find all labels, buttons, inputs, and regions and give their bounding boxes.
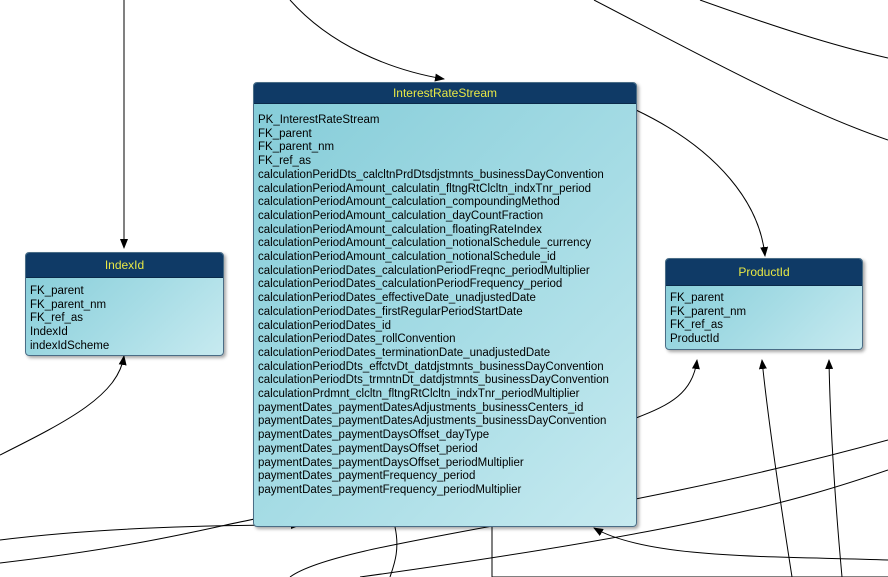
- field: calculationPeriodDates_calculationPeriod…: [258, 264, 590, 277]
- connector-bottom-vertical-2: [491, 527, 888, 577]
- field-list: FK_parent FK_parent_nm FK_ref_as Product…: [666, 286, 862, 347]
- field: paymentDates_paymentDaysOffset_periodMul…: [258, 456, 524, 469]
- connector-to-interestratestream-bottom: [593, 527, 888, 561]
- connector-to-productid-bottom-3: [825, 359, 843, 577]
- entity-productid[interactable]: ProductId FK_parent FK_parent_nm FK_ref_…: [665, 258, 863, 350]
- field: FK_parent: [670, 292, 724, 304]
- field: paymentDates_paymentFrequency_period: [258, 470, 476, 483]
- field: calculationPrdmnt_clcltn_fltngRtClcltn_i…: [258, 388, 580, 401]
- connector-to-productid-top: [635, 109, 769, 257]
- field: FK_parent_nm: [258, 141, 335, 154]
- field: IndexId: [30, 326, 68, 339]
- field: calculationPeridDts_calcltnPrdDtsdjstmnt…: [258, 168, 604, 181]
- field: calculationPeriodAmount_calculation_floa…: [258, 223, 542, 236]
- field: calculationPeriodDates_effectiveDate_una…: [258, 292, 536, 305]
- field: paymentDates_paymentDatesAdjustments_bus…: [258, 401, 584, 414]
- connector-top-right-2: [699, 0, 888, 59]
- connector-to-indexid-bottom: [0, 355, 127, 456]
- connector-bottom-vertical-1: [389, 526, 398, 577]
- field: FK_parent_nm: [670, 305, 747, 318]
- field: FK_ref_as: [30, 312, 84, 325]
- field: FK_parent: [30, 285, 84, 297]
- field: calculationPeriodDts_trmntnDt_datdjstmnt…: [258, 374, 609, 387]
- field: calculationPeriodDts_effctvDt_datdjstmnt…: [258, 360, 604, 373]
- connector-to-interestratestream-top: [289, 0, 445, 82]
- field: PK_InterestRateStream: [258, 114, 380, 126]
- field: calculationPeriodDates_rollConvention: [258, 333, 456, 346]
- field: calculationPeriodDates_id: [258, 319, 391, 332]
- field: FK_parent_nm: [30, 298, 107, 311]
- field: calculationPeriodAmount_calculation_dayC…: [258, 209, 544, 222]
- field: calculationPeriodDates_calculationPeriod…: [258, 278, 563, 291]
- field: paymentDates_paymentDaysOffset_dayType: [258, 429, 490, 442]
- connector-to-productid-bottom: [635, 359, 700, 419]
- field: calculationPeriodDates_terminationDate_u…: [258, 346, 551, 359]
- connector-top-right-1: [593, 0, 888, 141]
- entity-header: IndexId: [26, 253, 223, 278]
- field-list: FK_parent FK_parent_nm FK_ref_as IndexId…: [26, 278, 223, 354]
- field: calculationPeriodAmount_calculatin_fltng…: [258, 182, 592, 195]
- entity-header: InterestRateStream: [254, 83, 636, 104]
- entity-header: ProductId: [666, 259, 862, 286]
- connector-left-bottom-1: [0, 521, 301, 541]
- connector-to-productid-bottom-2: [758, 359, 793, 577]
- field: paymentDates_paymentDaysOffset_period: [258, 442, 478, 455]
- entity-interestratestream[interactable]: InterestRateStream PK_InterestRateStream…: [253, 82, 637, 527]
- connector-right-long-2: [359, 469, 888, 577]
- field-list: PK_InterestRateStream FK_parent FK_paren…: [254, 104, 636, 498]
- field: calculationPeriodAmount_calculation_comp…: [258, 196, 560, 209]
- field: calculationPeriodAmount_calculation_noti…: [258, 237, 592, 250]
- field: calculationPeriodAmount_calculation_noti…: [258, 251, 556, 264]
- field: FK_parent: [258, 127, 312, 140]
- field: FK_ref_as: [670, 319, 724, 332]
- field: paymentDates_paymentDatesAdjustments_bus…: [258, 415, 607, 428]
- field: calculationPeriodDates_firstRegularPerio…: [258, 305, 523, 318]
- field: FK_ref_as: [258, 155, 312, 168]
- field: ProductId: [670, 333, 720, 346]
- entity-indexid[interactable]: IndexId FK_parent FK_parent_nm FK_ref_as…: [25, 252, 224, 356]
- field: indexIdScheme: [30, 339, 110, 352]
- field: paymentDates_paymentFrequency_periodMult…: [258, 483, 522, 496]
